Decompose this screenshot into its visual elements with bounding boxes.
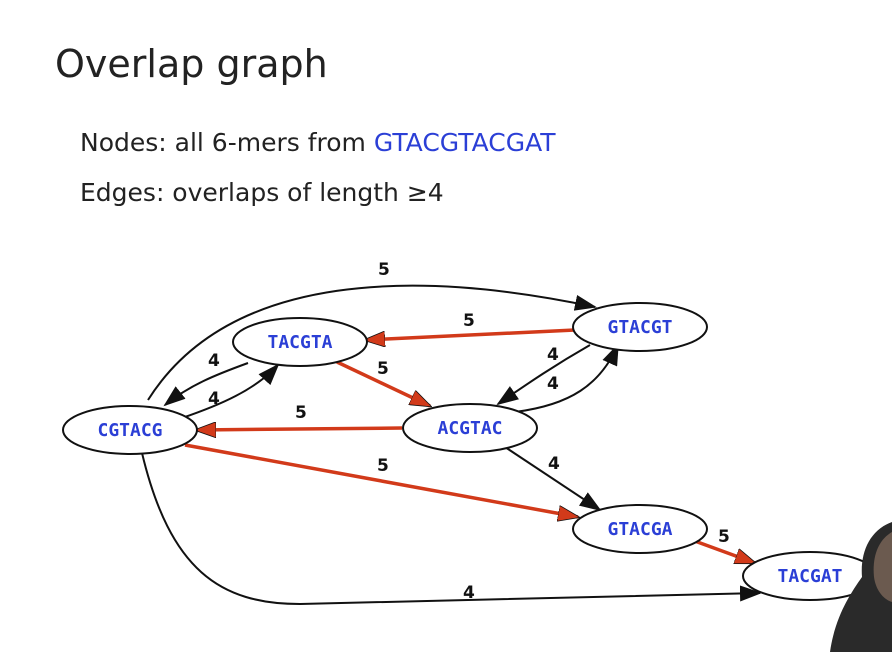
edge-gtacgt-acgtac <box>496 344 591 406</box>
edge-acgtac-cgtacg <box>196 428 403 430</box>
edge-label-cgtacg-gtacgt: 5 <box>378 260 390 280</box>
node-acgtac: ACGTAC <box>402 403 538 453</box>
edge-label-gtacga-tacgat: 5 <box>718 527 730 547</box>
edge-tacgta-cgtacg <box>163 362 249 407</box>
edge-label-acgtac-gtacga: 4 <box>548 454 560 474</box>
nodes-bullet-text: Nodes: all 6-mers from <box>80 128 374 157</box>
node-tacgat: TACGAT <box>742 551 878 601</box>
edge-label-cgtacg-gtacga: 5 <box>377 456 389 476</box>
nodes-bullet: Nodes: all 6-mers from GTACGTACGAT <box>80 128 556 157</box>
nodes-layer: CGTACG TACGTA GTACGT ACGTAC GTACGA TACGA… <box>62 302 878 601</box>
edge-label-cgtacg-tacgat: 4 <box>463 583 475 603</box>
edge-label-gtacgt-tacgta: 5 <box>463 311 475 331</box>
node-gtacga: GTACGA <box>572 504 708 554</box>
edge-cgtacg-tacgat <box>141 452 762 606</box>
edge-label-tacgta-cgtacg: 4 <box>208 351 220 371</box>
node-label: GTACGA <box>607 519 672 540</box>
edge-labels-layer: 5 5 4 4 5 4 4 5 5 4 5 4 <box>208 260 730 603</box>
edge-acgtac-gtacgt <box>514 343 619 413</box>
edge-gtacga-tacgat <box>691 538 755 565</box>
edges-layer <box>141 284 762 606</box>
node-cgtacg: CGTACG <box>62 405 198 455</box>
edge-label-tacgta-acgtac: 5 <box>377 359 389 379</box>
node-label: TACGAT <box>777 566 842 587</box>
presenter-silhouette <box>830 522 892 652</box>
slide-title: Overlap graph <box>55 42 328 86</box>
node-label: TACGTA <box>267 332 332 353</box>
edge-label-cgtacg-tacgta: 4 <box>208 389 220 409</box>
node-label: CGTACG <box>97 420 162 441</box>
edge-label-acgtac-cgtacg: 5 <box>295 403 307 423</box>
node-gtacgt: GTACGT <box>572 302 708 352</box>
edge-gtacgt-tacgta <box>365 328 576 340</box>
edge-tacgta-acgtac <box>336 360 430 408</box>
edge-cgtacg-gtacga <box>184 443 578 517</box>
edges-bullet: Edges: overlaps of length ≥4 <box>80 178 444 207</box>
edge-cgtacg-gtacgt <box>147 284 597 401</box>
nodes-sequence: GTACGTACGAT <box>373 128 556 157</box>
edge-acgtac-gtacga <box>504 446 602 512</box>
node-tacgta: TACGTA <box>232 317 368 367</box>
node-label: ACGTAC <box>437 418 502 439</box>
edge-cgtacg-tacgta <box>181 363 280 419</box>
edge-label-acgtac-gtacgt: 4 <box>547 374 559 394</box>
edge-label-gtacgt-acgtac: 4 <box>547 345 559 365</box>
node-label: GTACGT <box>607 317 672 338</box>
